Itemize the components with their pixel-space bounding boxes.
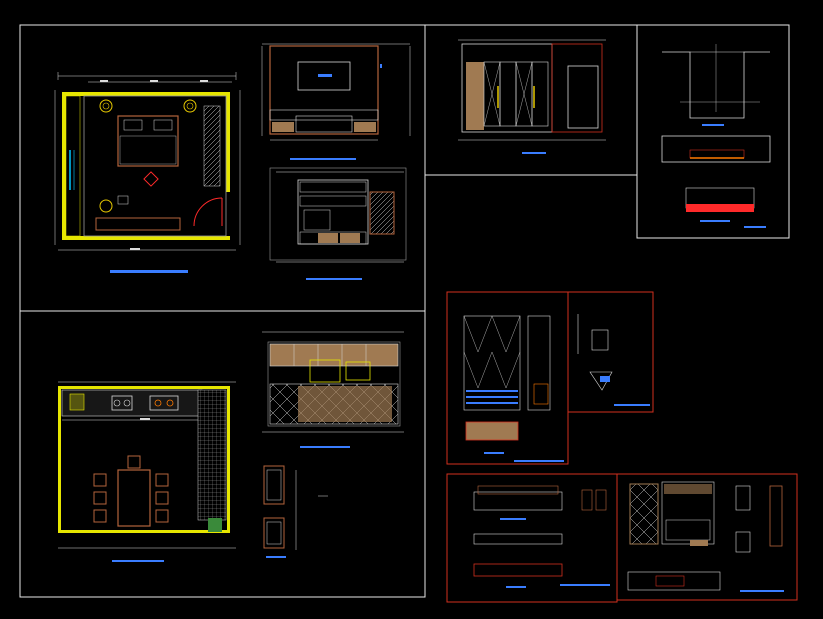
kitchen-elevation <box>262 331 404 448</box>
wardrobe-elevation <box>458 39 606 154</box>
plan-title-label-bar <box>110 270 188 273</box>
detail-box-cabinet <box>446 473 618 603</box>
detail-box-shelf <box>616 473 798 601</box>
sheet-frames <box>19 24 790 598</box>
bedroom-floor-plan <box>54 72 241 273</box>
kitchen-floor-plan <box>58 381 236 562</box>
elevation-a <box>261 43 411 160</box>
elevation-b <box>269 167 407 280</box>
detail-sections <box>661 44 771 228</box>
cabinet-section-small <box>263 465 328 558</box>
detail-box-wardrobe <box>446 291 654 465</box>
plan-dimension-ticks <box>100 80 208 250</box>
